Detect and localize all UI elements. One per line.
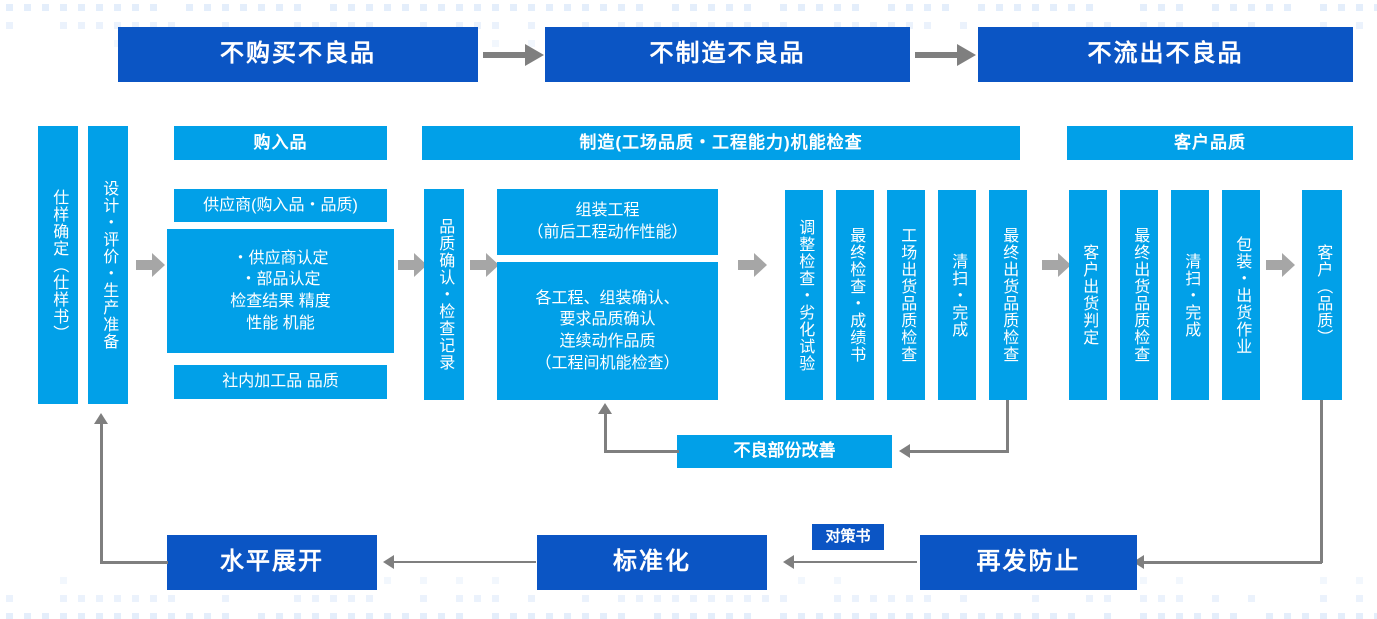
column-customer-quality-label: 客户（品质） bbox=[1314, 244, 1332, 346]
column-factory-shipment-quality-check[interactable]: 工场出货品质检查 bbox=[887, 190, 925, 400]
arrowhead-prevention-to-standardize bbox=[783, 555, 794, 569]
column-customer-quality[interactable]: 客户（品质） bbox=[1302, 190, 1342, 400]
box-recurrence-prevention[interactable]: 再发防止 bbox=[920, 535, 1137, 590]
column-design-eval-prep[interactable]: 设计・评价・生产准备 bbox=[88, 126, 128, 404]
column-final-shipment-mfg-label: 最终出货品质检查 bbox=[1000, 227, 1018, 363]
box-defect-improvement[interactable]: 不良部份改善 bbox=[677, 435, 892, 468]
box-supplier-purchase-quality[interactable]: 供应商(购入品・品质) bbox=[174, 189, 387, 222]
box-horizontal-deployment[interactable]: 水平展开 bbox=[167, 535, 377, 590]
column-cleaning-completion-cust-label: 清扫・完成 bbox=[1182, 252, 1200, 338]
column-spec-confirm-label: 仕样确定（仕样书） bbox=[50, 188, 68, 342]
column-final-shipment-quality-check-mfg[interactable]: 最终出货品质检查 bbox=[989, 190, 1027, 400]
column-cleaning-completion-mfg[interactable]: 清扫・完成 bbox=[938, 190, 976, 400]
column-final-shipment-quality-check-cust[interactable]: 最终出货品质检查 bbox=[1120, 190, 1158, 400]
process-line-3: 连续动作品质 bbox=[559, 333, 656, 350]
purchase-detail-line-1: ・供应商认定 bbox=[232, 249, 329, 267]
assembly-line-1: 组装工程 bbox=[575, 202, 640, 220]
connector-final-check-to-improve bbox=[910, 450, 1008, 453]
purchase-detail-line-4: 性能 机能 bbox=[246, 314, 315, 332]
arrow-goal-1-to-2 bbox=[483, 43, 545, 67]
tag-countermeasure-document[interactable]: 对策书 bbox=[812, 524, 884, 550]
column-final-shipment-cust-label: 最终出货品质检查 bbox=[1131, 227, 1149, 363]
goal-box-no-outflow-defect[interactable]: 不流出不良品 bbox=[978, 27, 1353, 82]
arrowhead-standardize-to-deployment bbox=[383, 555, 394, 569]
goal-box-no-make-defect[interactable]: 不制造不良品 bbox=[545, 27, 910, 82]
box-assembly-process[interactable]: 组装工程 （前后工程动作性能） bbox=[497, 189, 718, 255]
connector-improve-to-left bbox=[604, 450, 679, 453]
purchase-detail-line-3: 检查结果 精度 bbox=[230, 293, 331, 310]
arrow-process-to-inspection-columns bbox=[738, 252, 768, 278]
box-standardization[interactable]: 标准化 bbox=[537, 535, 767, 590]
column-final-inspection-report[interactable]: 最终检查・成绩书 bbox=[836, 190, 874, 400]
column-packaging-shipment-work[interactable]: 包装・出货作业 bbox=[1222, 190, 1260, 400]
box-purchase-details[interactable]: ・供应商认定 ・部品认定 检查结果 精度 性能 机能 bbox=[167, 229, 394, 353]
arrow-design-to-purchase bbox=[136, 252, 166, 278]
arrowhead-into-design-column bbox=[94, 413, 108, 424]
box-internal-processed-goods[interactable]: 社内加工品 品质 bbox=[174, 365, 387, 399]
banner-purchased-goods[interactable]: 购入品 bbox=[174, 126, 387, 160]
column-factory-shipment-label: 工场出货品质检查 bbox=[898, 227, 916, 363]
column-design-eval-prep-label: 设计・评价・生产准备 bbox=[100, 180, 118, 350]
column-packaging-shipment-label: 包装・出货作业 bbox=[1233, 235, 1251, 355]
column-adjust-inspection-degradation-test[interactable]: 调整检查・劣化试验 bbox=[785, 190, 823, 400]
column-customer-shipment-judgement[interactable]: 客户出货判定 bbox=[1069, 190, 1107, 400]
arrow-quality-confirm-to-assembly bbox=[470, 252, 500, 278]
arrow-goal-2-to-3 bbox=[915, 43, 977, 67]
process-line-2: 要求品质确认 bbox=[559, 311, 656, 329]
connector-deployment-up bbox=[100, 424, 103, 563]
connector-final-check-down bbox=[1006, 400, 1009, 453]
assembly-line-2: （前后工程动作性能） bbox=[527, 224, 688, 241]
column-adjust-inspection-label: 调整检查・劣化试验 bbox=[796, 218, 814, 372]
banner-customer-quality[interactable]: 客户品质 bbox=[1067, 126, 1353, 160]
arrowhead-into-process-box bbox=[598, 403, 612, 414]
arrow-manufacture-to-customer bbox=[1042, 252, 1072, 278]
column-cleaning-completion-mfg-label: 清扫・完成 bbox=[949, 252, 967, 338]
connector-improve-up bbox=[604, 414, 607, 452]
banner-manufacture-function-check[interactable]: 制造(工场品质・工程能力)机能检查 bbox=[422, 126, 1020, 160]
purchase-detail-line-2: ・部品认定 bbox=[240, 271, 321, 289]
column-customer-shipment-judgement-label: 客户出货判定 bbox=[1080, 244, 1098, 346]
connector-deployment-to-left bbox=[100, 561, 168, 564]
arrowhead-into-improve-box bbox=[899, 444, 910, 458]
process-line-1: 各工程、组装确认、 bbox=[535, 289, 680, 307]
column-quality-confirm-label: 品质确认・检查记录 bbox=[436, 218, 454, 371]
arrow-purchase-to-quality-confirm bbox=[398, 252, 428, 278]
arrow-shipment-to-customer bbox=[1266, 252, 1296, 278]
column-cleaning-completion-cust[interactable]: 清扫・完成 bbox=[1171, 190, 1209, 400]
connector-customer-down bbox=[1320, 400, 1323, 563]
connector-customer-to-prevention bbox=[1142, 561, 1322, 564]
arrow-line-standardize-to-deployment bbox=[393, 561, 536, 563]
box-process-quality-confirm[interactable]: 各工程、组装确认、 要求品质确认 连续动作品质 （工程间机能检查） bbox=[497, 262, 718, 400]
column-quality-confirm-inspection-record[interactable]: 品质确认・检查记录 bbox=[424, 189, 464, 400]
goal-box-no-purchase-defect[interactable]: 不购买不良品 bbox=[118, 27, 478, 82]
arrowhead-into-prevention-box bbox=[1133, 555, 1144, 569]
column-spec-confirm[interactable]: 仕样确定（仕样书） bbox=[38, 126, 78, 404]
column-final-inspection-label: 最终检查・成绩书 bbox=[847, 227, 865, 363]
arrow-line-prevention-to-standardize bbox=[793, 561, 917, 563]
process-line-4: （工程间机能检查） bbox=[535, 354, 680, 372]
